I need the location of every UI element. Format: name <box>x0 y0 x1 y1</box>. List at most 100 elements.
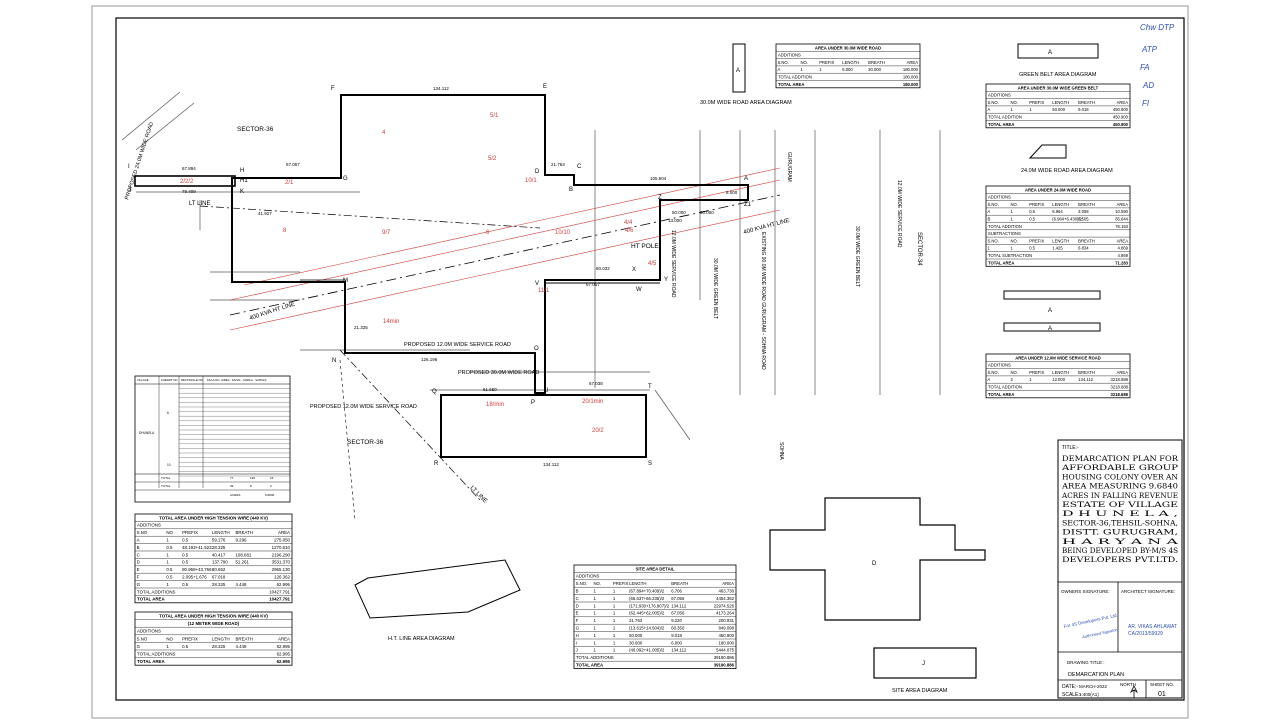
table-subtotal-label: TOTAL ADDITION <box>778 74 812 79</box>
table-cell: AREA <box>722 581 734 586</box>
ht-line-diagram <box>354 559 521 619</box>
table-cell: 9.220 <box>671 618 682 623</box>
scale-value: 1:400(A1) <box>1079 692 1099 697</box>
table-subheading: ADDITIONS <box>137 629 161 634</box>
svg-text:2/1: 2/1 <box>285 180 294 186</box>
table-title: SITE AREA DETAIL <box>636 566 675 571</box>
svg-text:A: A <box>744 176 748 182</box>
sector34-label: SECTOR-34 <box>916 232 922 266</box>
table-cell: S.NO. <box>987 100 998 105</box>
table-cell: AREA <box>1117 100 1129 105</box>
table-cell: PREFIX <box>1029 370 1044 375</box>
table-cell: LENGTH <box>1052 100 1069 105</box>
table-24m-road: AREA UNDER 24.0M WIDE ROADADDITIONSS.NO.… <box>985 185 1131 267</box>
svg-text:AD: AD <box>1142 81 1154 90</box>
table-subtotal-label: TOTAL ADDITIONS <box>137 589 176 594</box>
table-total-value: 39190.886 <box>714 663 735 668</box>
village-table-header: VILLAGE <box>137 378 149 382</box>
table-subtotal-label: TOTAL ADDITION <box>988 384 1022 389</box>
table-cell: D <box>137 560 140 565</box>
table-cell: 1 <box>987 246 990 251</box>
svg-text:126.196: 126.196 <box>421 357 438 362</box>
owners-signature-label: OWNERS SIGNATURE: <box>1061 589 1110 594</box>
table-cell: (13.615+14.504)/2 <box>629 626 665 631</box>
table-cell: I <box>576 640 577 645</box>
table-12m-service-road: AREA UNDER 12.0M WIDE SERVICE ROADADDITI… <box>985 353 1131 399</box>
table-cell: 0.5 <box>182 538 189 543</box>
svg-text:5/2: 5/2 <box>488 156 497 162</box>
north-arrow-icon <box>1129 685 1139 698</box>
svg-text:9/7: 9/7 <box>382 230 391 236</box>
table-cell: F <box>137 575 140 580</box>
service-road-lower-label: PROPOSED 12.0M WIDE SERVICE ROAD <box>310 404 417 410</box>
sector36-top-label: SECTOR-36 <box>237 126 274 133</box>
table-cell: (67.894+70.409)/2 <box>629 589 665 594</box>
table-cell: AREA <box>278 530 290 535</box>
svg-text:41.927: 41.927 <box>258 211 272 216</box>
svg-text:U: U <box>544 388 548 394</box>
table-subheading: ADDITIONS <box>988 195 1011 200</box>
service12-diagram-rect1 <box>1003 290 1101 300</box>
table-cell: 1 <box>800 67 803 72</box>
table-cell: (6.964+6.430)/2 <box>1052 216 1082 221</box>
green-belt-diagram-label: GREEN BELT AREA DIAGRAM <box>1019 72 1097 78</box>
table-cell: 1.425 <box>1052 246 1063 251</box>
svg-text:T: T <box>648 384 652 390</box>
lower-plot <box>440 394 647 458</box>
table-cell: 6.964 <box>1052 209 1063 214</box>
village-total-kanal: 77 <box>230 476 234 480</box>
svg-text:ATP: ATP <box>1141 45 1158 54</box>
village-grand-marla: 8 <box>250 484 252 488</box>
sheet-no: 01 <box>1158 691 1166 698</box>
table-cell: 1 <box>593 633 596 638</box>
rect-no-1: 6 <box>167 411 169 415</box>
table-cell: 10.590 <box>1115 209 1128 214</box>
svg-text:M: M <box>343 278 348 284</box>
svg-text:11/1: 11/1 <box>538 288 550 294</box>
table-subtotal-value: 39190.886 <box>714 655 735 660</box>
table-cell: E <box>137 567 140 572</box>
table-subtotal-label: TOTAL ADDITION <box>988 114 1022 119</box>
table-cell: 22974.526 <box>714 603 735 608</box>
table-cell: C <box>576 596 579 601</box>
table-cell: BREATH <box>235 530 252 535</box>
date-value: MARCH-2022 <box>1079 684 1108 689</box>
svg-text:K: K <box>240 189 244 195</box>
ht-line-corridor <box>199 167 781 501</box>
title-line: ACRES IN FALLING REVENUE <box>1061 491 1178 500</box>
table-cell: 0.5 <box>182 560 189 565</box>
village-total-marla: 190 <box>250 476 255 480</box>
site-area-diagram-j-letter: J <box>922 661 925 667</box>
table-cell: 1 <box>1029 377 1032 382</box>
table-cell: 4.448 <box>235 582 247 587</box>
table-cell: 67.018 <box>212 575 226 580</box>
table-cell: LENGTH <box>1052 202 1069 207</box>
table-total-label: TOTAL AREA <box>988 122 1014 127</box>
sohna-label: SOHNA <box>778 442 784 460</box>
svg-text:21.325: 21.325 <box>354 325 368 330</box>
table-title: AREA UNDER 30.0M WIDE GREEN BELT <box>1018 85 1099 90</box>
svg-text:FA: FA <box>1140 63 1150 72</box>
site-area-diagram-d: D <box>872 561 877 567</box>
table-cell: LENGTH <box>629 581 646 586</box>
table-cell: C <box>137 552 140 557</box>
village-table-header: KILLA NO. (AREA : KANAL - MARLA - SARSAI… <box>207 378 266 382</box>
title-line: ESTATE OF VILLAGE <box>1062 500 1178 509</box>
table-cell: 50.000 <box>1052 107 1065 112</box>
svg-text:D: D <box>535 169 540 175</box>
svg-text:Chw DTP: Chw DTP <box>1140 23 1175 32</box>
table-cell: S.NO. <box>987 238 998 243</box>
table-total-label: TOTAL AREA <box>137 597 165 602</box>
svg-text:79.409: 79.409 <box>182 189 196 194</box>
table-cell: S.NO <box>137 636 148 641</box>
village-grand-label: TOTAL <box>161 484 171 488</box>
service12-diagram-rect2 <box>1003 322 1101 332</box>
table-cell: 1 <box>613 648 616 653</box>
svg-text:105.604: 105.604 <box>650 176 667 181</box>
table-frame <box>134 375 291 503</box>
table-cell: 0.5 <box>182 644 189 649</box>
table-cell: AREA <box>1117 370 1129 375</box>
table-cell: 1 <box>166 582 169 587</box>
table-cell: 1 <box>613 589 616 594</box>
